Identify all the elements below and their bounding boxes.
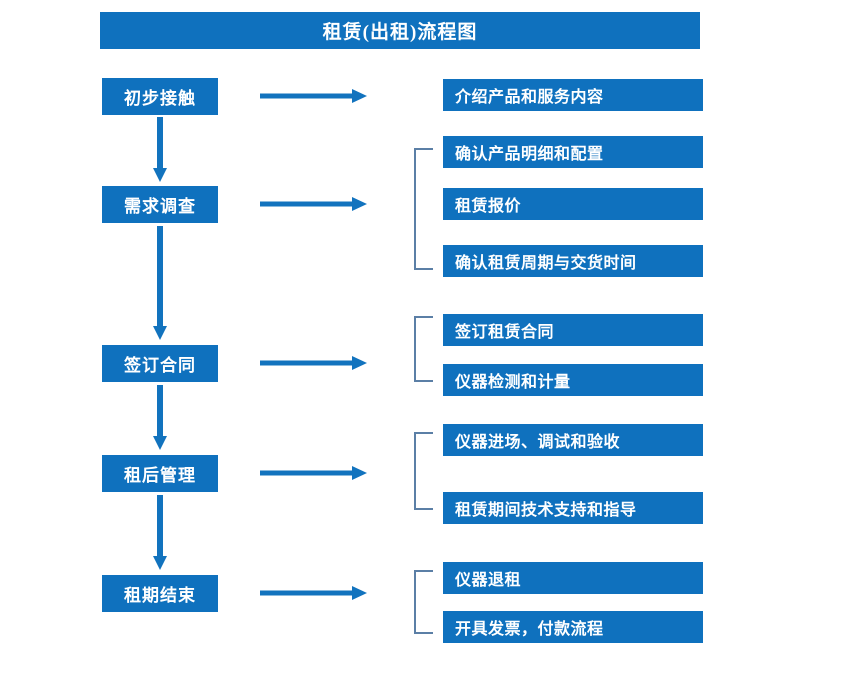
stage-box-2[interactable]: 需求调查 [102, 186, 218, 223]
down-arrow-icon-4 [150, 495, 170, 571]
right-arrow-icon-4 [260, 465, 368, 481]
group-bracket-icon-5 [412, 570, 434, 634]
detail-box-4[interactable]: 确认租赁周期与交货时间 [443, 245, 703, 277]
detail-box-2[interactable]: 确认产品明细和配置 [443, 136, 703, 168]
right-arrow-icon-5 [260, 585, 368, 601]
detail-box-8[interactable]: 租赁期间技术支持和指导 [443, 492, 703, 524]
right-arrow-icon-2 [260, 196, 368, 212]
down-arrow-icon-3 [150, 385, 170, 451]
detail-box-1[interactable]: 介绍产品和服务内容 [443, 79, 703, 111]
stage-box-3[interactable]: 签订合同 [102, 345, 218, 382]
right-arrow-icon-3 [260, 355, 368, 371]
detail-box-9[interactable]: 仪器退租 [443, 562, 703, 594]
detail-box-7[interactable]: 仪器进场、调试和验收 [443, 424, 703, 456]
stage-box-5[interactable]: 租期结束 [102, 575, 218, 612]
detail-box-10[interactable]: 开具发票，付款流程 [443, 611, 703, 643]
stage-box-1[interactable]: 初步接触 [102, 78, 218, 115]
detail-box-5[interactable]: 签订租赁合同 [443, 314, 703, 346]
group-bracket-icon-4 [412, 432, 434, 510]
down-arrow-icon-2 [150, 226, 170, 341]
down-arrow-icon-1 [150, 117, 170, 183]
group-bracket-icon-2 [412, 148, 434, 270]
group-bracket-icon-3 [412, 316, 434, 382]
detail-box-3[interactable]: 租赁报价 [443, 188, 703, 220]
stage-box-4[interactable]: 租后管理 [102, 455, 218, 492]
page-title: 租赁(出租)流程图 [100, 12, 700, 49]
detail-box-6[interactable]: 仪器检测和计量 [443, 364, 703, 396]
right-arrow-icon-1 [260, 88, 368, 104]
